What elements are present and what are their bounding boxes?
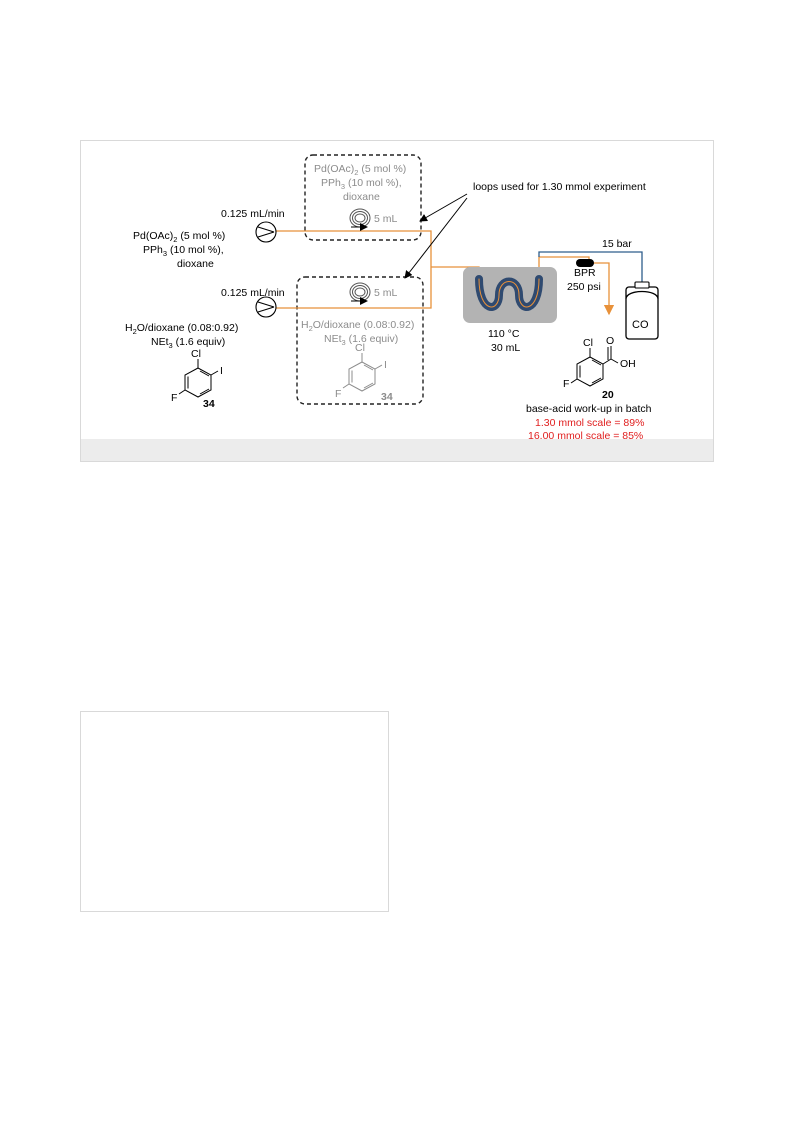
- reactor-volume: 30 mL: [491, 342, 520, 354]
- callout-arrow-bottom: [404, 197, 468, 279]
- loop-bottom-base: NEt3 (1.6 equiv): [324, 333, 398, 347]
- pump-1: [255, 221, 277, 243]
- compound-34-number: 34: [203, 398, 215, 410]
- gas-line: [538, 251, 643, 283]
- compound-20-number: 20: [602, 389, 614, 401]
- loop-bottom-volume: 5 mL: [374, 287, 398, 299]
- gas-pressure: 15 bar: [602, 238, 632, 250]
- loop-bottom-coil: [349, 282, 371, 302]
- callout-label: loops used for 1.30 mmol experiment: [473, 181, 646, 193]
- pump-2-base: NEt3 (1.6 equiv): [151, 336, 225, 350]
- pump-1-ligand: PPh3 (10 mol %),: [143, 244, 224, 258]
- loop-top-solvent: dioxane: [343, 191, 380, 203]
- empty-panel: [80, 711, 389, 912]
- pump-1-icon: [255, 221, 277, 243]
- compound-34-loop: [342, 353, 383, 392]
- compound-20: [570, 346, 619, 387]
- compound-20-o: O: [606, 335, 614, 347]
- loop-box-top: [304, 154, 422, 241]
- flow-scheme: loops used for 1.30 mmol experiment 0.12…: [125, 154, 659, 442]
- co-label: CO: [632, 319, 649, 331]
- compound-34-loop-i: I: [384, 359, 387, 371]
- callout-arrow-top: [419, 193, 468, 222]
- loop-top-volume: 5 mL: [374, 213, 398, 225]
- compound-34-loop-f: F: [335, 388, 341, 400]
- loop-top-ligand: PPh3 (10 mol %),: [321, 177, 402, 191]
- bpr-label: BPR: [574, 267, 596, 279]
- workup-label: base-acid work-up in batch: [526, 403, 652, 415]
- loop-bottom-solvent: H2O/dioxane (0.08:0.92): [301, 319, 414, 333]
- compound-20-f: F: [563, 378, 569, 390]
- compound-34-loop-number: 34: [381, 391, 393, 403]
- loop-top-reagent: Pd(OAc)2 (5 mol %): [314, 163, 406, 177]
- compound-34-loop-cl: Cl: [355, 342, 365, 354]
- compound-34-f: F: [171, 392, 177, 404]
- pump-2: [255, 296, 277, 318]
- pump-2-solvent: H2O/dioxane (0.08:0.92): [125, 322, 238, 336]
- pump-1-flow: 0.125 mL/min: [221, 208, 285, 220]
- compound-20-cl: Cl: [583, 337, 593, 349]
- loop-top-coil: [349, 208, 371, 228]
- compound-34: [178, 359, 219, 398]
- bpr-pressure: 250 psi: [567, 281, 601, 293]
- figure-footer-bar: [81, 439, 713, 461]
- co-cylinder: [625, 281, 659, 340]
- scheme-figure: loops used for 1.30 mmol experiment 0.12…: [80, 140, 714, 462]
- reactor-temperature: 110 °C: [488, 328, 520, 340]
- pump-2-flow: 0.125 mL/min: [221, 287, 285, 299]
- tubing: [276, 230, 615, 316]
- pump-2-icon: [255, 296, 277, 318]
- pump-1-solvent: dioxane: [177, 258, 214, 270]
- loop-box-bottom: [296, 276, 424, 405]
- compound-20-oh: OH: [620, 358, 636, 370]
- compound-34-cl: Cl: [191, 348, 201, 360]
- compound-34-i: I: [220, 365, 223, 377]
- bpr-icon: [576, 259, 594, 267]
- yield-1: 1.30 mmol scale = 89%: [535, 417, 644, 429]
- pump-1-reagent: Pd(OAc)2 (5 mol %): [133, 230, 225, 244]
